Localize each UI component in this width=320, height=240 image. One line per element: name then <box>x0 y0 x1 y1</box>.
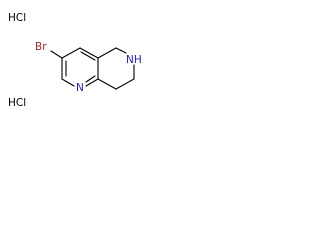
bromine-atom-label: Br <box>35 41 47 53</box>
bond-br-c3 <box>50 50 63 59</box>
nitrogen-ring-atom-label: N <box>76 82 84 94</box>
bond-c8-c8a <box>97 78 117 90</box>
bond-double-c4-c4a <box>80 51 96 61</box>
hcl-label-top: HCl <box>8 12 26 24</box>
bond-c4a-c5 <box>97 47 117 59</box>
bond-c5-n6 <box>115 47 127 54</box>
hcl-label-bottom: HCl <box>8 97 26 109</box>
bond-c7-c8 <box>115 78 135 90</box>
bond-c4-c4a <box>79 47 99 59</box>
bond-double-c8a-n1 <box>85 75 96 83</box>
bond-c8a-n1 <box>85 78 99 87</box>
structure-drawing: HCl HCl Br NH N <box>8 12 142 109</box>
bond-c3-c4 <box>61 47 81 59</box>
nitrogen-nh-atom-label: NH <box>126 54 142 66</box>
bond-n1-c2 <box>61 78 75 87</box>
